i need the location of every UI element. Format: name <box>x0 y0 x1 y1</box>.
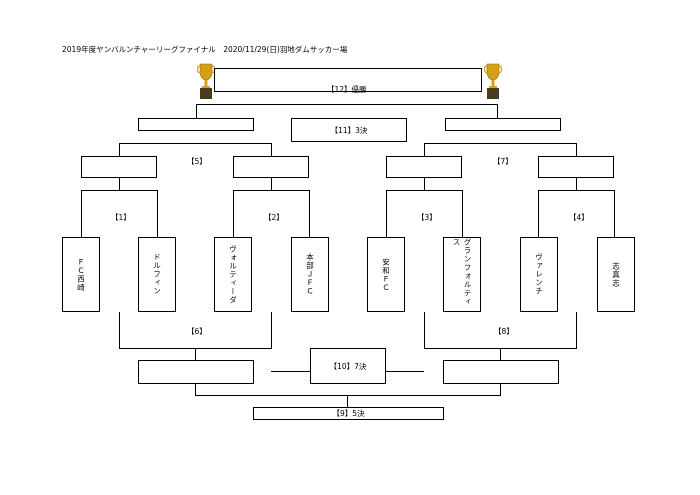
bracket-line <box>195 395 501 396</box>
bracket-line <box>386 190 463 191</box>
bracket-line <box>271 371 310 372</box>
quarter-box-3 <box>386 156 462 178</box>
team-box: 志真志 <box>597 237 635 312</box>
bracket-line <box>497 104 498 118</box>
bracket-line <box>614 190 615 237</box>
bracket-line <box>81 190 158 191</box>
bracket-line <box>157 190 158 237</box>
match-2-label: 【2】 <box>264 213 284 222</box>
bracket-line <box>500 348 501 360</box>
match-7-label: 【7】 <box>493 157 513 166</box>
bracket-line <box>119 312 120 349</box>
team-box: グランフォルティス <box>443 237 481 312</box>
bracket-line <box>233 190 234 237</box>
quarter-box-2 <box>233 156 309 178</box>
seventh-place-box: 【10】7決 <box>310 348 386 384</box>
bracket-line <box>576 312 577 349</box>
team-name: ドルフィン <box>152 253 162 296</box>
team-box: ヴォルティーダ <box>214 237 252 312</box>
team-name: ＦＣ西崎 <box>76 257 86 292</box>
team-box: 本部ＪＦＣ <box>291 237 329 312</box>
bracket-line <box>119 143 272 144</box>
fifth-place-label: 【9】5決 <box>332 409 365 418</box>
team-name: ヴァレンチ <box>534 253 544 296</box>
trophy-icon <box>197 63 215 99</box>
bracket-line <box>271 143 272 156</box>
bracket-line <box>424 143 577 144</box>
seventh-place-label: 【10】7決 <box>329 361 367 371</box>
bracket-line <box>538 190 539 237</box>
semifinal-left-box <box>138 118 254 131</box>
bracket-line <box>196 104 498 105</box>
team-name: グランフォルティス <box>452 238 472 306</box>
bracket-line <box>424 143 425 156</box>
fifth-place-box: 【9】5決 <box>253 407 444 420</box>
bracket-line <box>196 104 197 118</box>
bracket-line <box>576 178 577 191</box>
bracket-line <box>386 190 387 237</box>
bracket-line <box>119 178 120 191</box>
bracket-line <box>233 190 310 191</box>
team-box: ドルフィン <box>138 237 176 312</box>
bracket-line <box>347 395 348 407</box>
match-6-label: 【6】 <box>187 327 207 336</box>
bracket-line <box>424 178 425 191</box>
final-label: 【12】優勝 <box>327 85 367 94</box>
bracket-line <box>500 384 501 396</box>
bracket-line <box>462 190 463 237</box>
team-name: 本部ＪＦＣ <box>305 253 315 296</box>
team-box: 安和ＦＣ <box>367 237 405 312</box>
team-name: 安和ＦＣ <box>381 257 391 292</box>
match-8-label: 【8】 <box>494 327 514 336</box>
quarter-box-4 <box>538 156 614 178</box>
semifinal-right-box <box>445 118 561 131</box>
consolation-left-box <box>138 360 254 384</box>
bracket-line <box>119 143 120 156</box>
quarter-box-1 <box>81 156 157 178</box>
bracket-line <box>424 312 425 349</box>
team-box: ＦＣ西崎 <box>62 237 100 312</box>
team-name: 志真志 <box>611 261 621 288</box>
bracket-line <box>195 348 196 360</box>
bracket-line <box>271 312 272 349</box>
final-winner-box <box>214 68 482 92</box>
bracket-line <box>271 178 272 191</box>
match-1-label: 【1】 <box>111 213 131 222</box>
team-name: ヴォルティーダ <box>228 244 238 305</box>
consolation-right-box <box>443 360 559 384</box>
trophy-icon <box>484 63 502 99</box>
match-3-label: 【3】 <box>417 213 437 222</box>
bracket-line <box>386 371 424 372</box>
bracket-line <box>81 190 82 237</box>
match-5-label: 【5】 <box>187 157 207 166</box>
third-place-label: 【11】3決 <box>330 125 368 135</box>
bracket-line <box>309 190 310 237</box>
match-4-label: 【4】 <box>569 213 589 222</box>
third-place-box: 【11】3決 <box>291 118 407 142</box>
bracket-line <box>195 384 196 396</box>
bracket-line <box>538 190 615 191</box>
bracket-line <box>576 143 577 156</box>
page-title: 2019年度ヤンバルンチャーリーグファイナル 2020/11/29(日)羽地ダム… <box>62 45 348 54</box>
team-box: ヴァレンチ <box>520 237 558 312</box>
